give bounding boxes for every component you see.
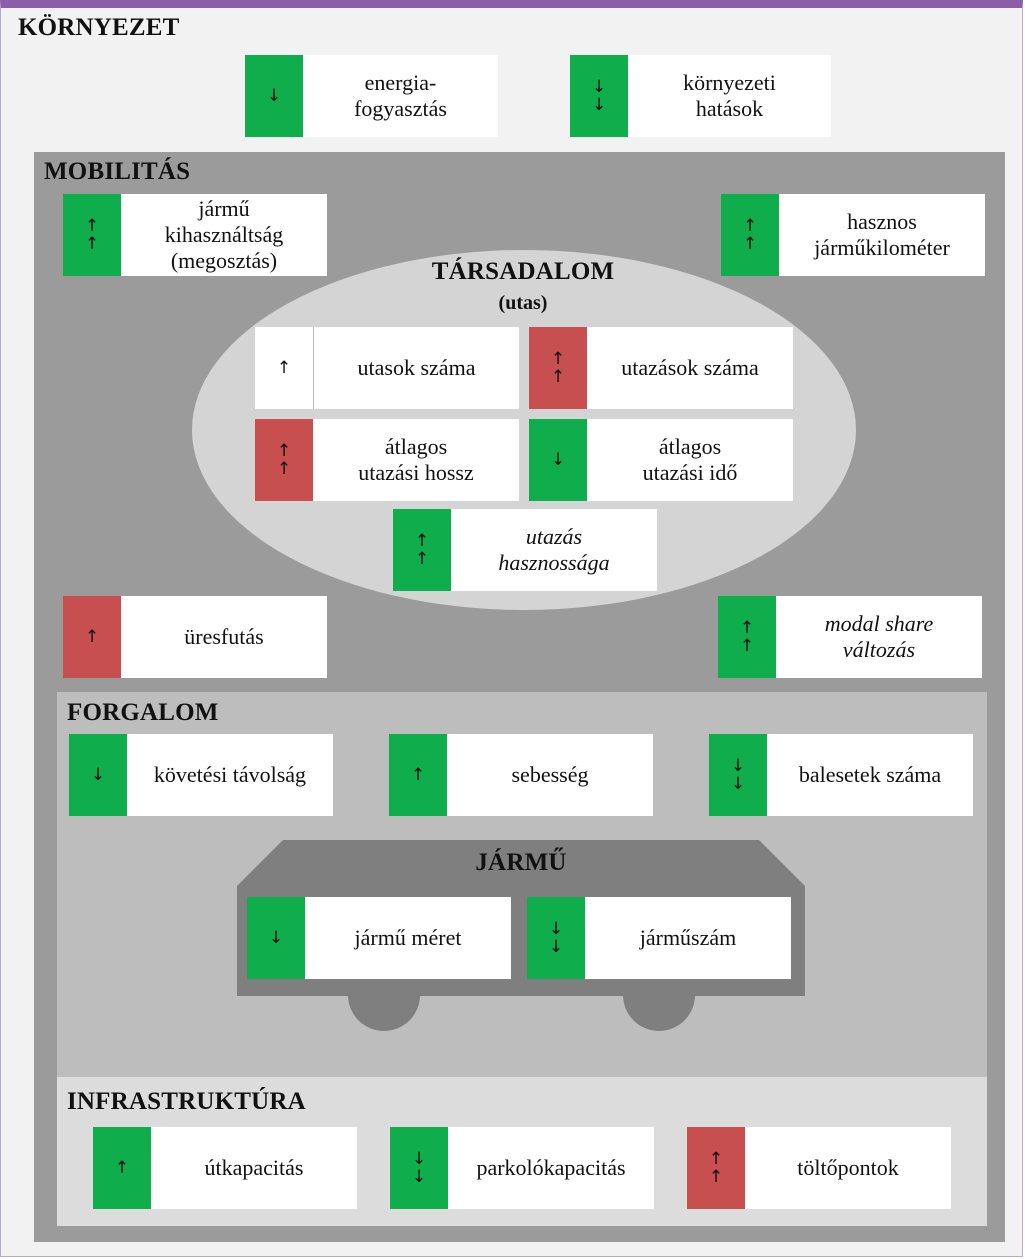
arrow-indicator: ↑↑ [687, 1127, 745, 1209]
box-label: üresfutás [184, 624, 264, 649]
infrastruktura-title: INFRASTRUKTÚRA [67, 1088, 306, 1115]
box-modal-share: ↑↑ modal share változás [718, 596, 982, 678]
tarsadalom-subtitle: (utas) [498, 292, 548, 314]
box-label: jármű méret [354, 925, 462, 950]
arrow-indicator: ↑ [389, 734, 447, 816]
box-label: utazás hasznossága [498, 524, 610, 575]
box-jarmuszam: ↓↓ járműszám [527, 897, 791, 979]
arrow-indicator: ↓↓ [527, 897, 585, 979]
box-label: utazások száma [621, 355, 759, 380]
kornyezet-title: KÖRNYEZET [18, 14, 180, 41]
box-toltopontok: ↑↑ töltőpontok [687, 1127, 951, 1209]
vehicle-wheel-left [348, 995, 420, 1031]
arrow-indicator: ↑ [63, 596, 121, 678]
arrow-indicator: ↓↓ [570, 55, 628, 137]
box-label: környezeti hatások [683, 70, 776, 121]
mobilitas-title: MOBILITÁS [44, 158, 191, 185]
box-label: hasznos járműkilométer [814, 209, 950, 260]
tarsadalom-title: TÁRSADALOM [431, 258, 615, 285]
forgalom-title: FORGALOM [67, 699, 219, 726]
box-hasznos-jarmukilometer: ↑↑ hasznos járműkilométer [721, 194, 985, 276]
box-label: utasok száma [357, 355, 476, 380]
box-label: átlagos utazási idő [642, 434, 738, 485]
box-parkolokapacitas: ↓↓ parkolókapacitás [390, 1127, 654, 1209]
arrow-indicator: ↑ [93, 1127, 151, 1209]
box-label: energia- fogyasztás [354, 70, 447, 121]
box-label: modal share változás [824, 611, 934, 662]
box-sebesseg: ↑ sebesség [389, 734, 653, 816]
box-label: járműszám [639, 925, 737, 950]
box-utkapacitas: ↑ útkapacitás [93, 1127, 357, 1209]
arrow-indicator: ↑↑ [721, 194, 779, 276]
box-utazas-hasznossaga: ↑↑ utazás hasznossága [393, 509, 657, 591]
box-utazasok-szama: ↑↑ utazások száma [529, 327, 793, 409]
box-jarmu-meret: ↓ jármű méret [247, 897, 511, 979]
arrow-indicator: ↓ [247, 897, 305, 979]
box-label: követési távolság [153, 762, 307, 787]
arrow-indicator: ↑ [255, 327, 314, 409]
box-label: átlagos utazási hossz [358, 434, 474, 485]
box-label: parkolókapacitás [476, 1155, 626, 1180]
arrow-indicator: ↑↑ [529, 327, 587, 409]
jarmu-title: JÁRMŰ [475, 849, 567, 876]
box-utasok-szama: ↑ utasok száma [255, 327, 519, 409]
arrow-indicator: ↑↑ [718, 596, 776, 678]
arrow-indicator: ↑↑ [63, 194, 121, 276]
box-jarmu-kihasznaltsag: ↑↑ jármű kihasználtság (megosztás) [63, 194, 327, 276]
box-atlagos-utazasi-ido: ↓ átlagos utazási idő [529, 419, 793, 501]
box-label: útkapacitás [204, 1155, 304, 1180]
arrow-indicator: ↓↓ [709, 734, 767, 816]
box-balesetek-szama: ↓↓ balesetek száma [709, 734, 973, 816]
arrow-indicator: ↓ [245, 55, 303, 137]
box-atlagos-utazasi-hossz: ↑↑ átlagos utazási hossz [255, 419, 519, 501]
box-label: jármű kihasználtság (megosztás) [164, 196, 284, 273]
box-uresfutas: ↑ üresfutás [63, 596, 327, 678]
box-label: sebesség [511, 762, 589, 787]
arrow-indicator: ↓ [69, 734, 127, 816]
box-label: töltőpontok [797, 1155, 899, 1180]
arrow-indicator: ↑↑ [255, 419, 313, 501]
box-kovetesi-tavolsag: ↓ követési távolság [69, 734, 333, 816]
box-kornyezeti-hatasok: ↓↓ környezeti hatások [570, 55, 831, 137]
arrow-indicator: ↓↓ [390, 1127, 448, 1209]
arrow-indicator: ↑↑ [393, 509, 451, 591]
arrow-indicator: ↓ [529, 419, 587, 501]
box-energia: ↓ energia- fogyasztás [245, 55, 498, 137]
box-label: balesetek száma [798, 762, 942, 787]
vehicle-wheel-right [623, 995, 695, 1031]
